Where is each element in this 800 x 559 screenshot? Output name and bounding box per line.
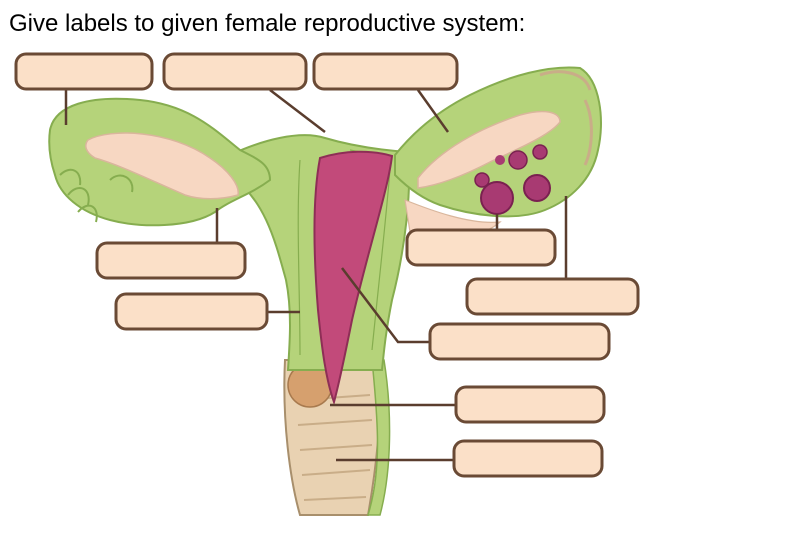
uterine-cavity	[313, 150, 394, 406]
label-box[interactable]	[162, 52, 308, 91]
ovarian-follicle-small	[474, 172, 490, 188]
label-box[interactable]	[465, 277, 640, 316]
label-box[interactable]	[312, 52, 459, 91]
label-box[interactable]	[428, 322, 611, 361]
left-fimbriae	[59, 168, 134, 223]
leader-lines	[64, 89, 568, 462]
ovarian-follicle-medium	[523, 174, 551, 202]
right-tube-edge	[539, 70, 593, 166]
anatomy-illustration	[48, 66, 602, 516]
vagina-outer-tissue	[366, 359, 391, 516]
ovarian-follicle-tiny	[495, 155, 505, 165]
ovarian-follicle-small	[508, 150, 528, 170]
leader-line	[416, 89, 450, 133]
label-box[interactable]	[14, 52, 154, 91]
question-text: Give labels to given female reproductive…	[9, 10, 526, 37]
label-box[interactable]	[114, 292, 269, 331]
leader-line	[269, 89, 326, 133]
label-box[interactable]	[452, 439, 604, 478]
leader-line	[341, 267, 430, 344]
ovarian-follicle-large	[480, 181, 514, 215]
label-boxes	[14, 52, 640, 478]
ovarian-follicle-small	[532, 144, 548, 160]
label-box[interactable]	[454, 385, 606, 424]
right-tube-lumen	[417, 110, 561, 189]
left-tube-lumen	[85, 132, 239, 200]
label-box[interactable]	[95, 241, 247, 280]
label-box[interactable]	[405, 228, 557, 267]
